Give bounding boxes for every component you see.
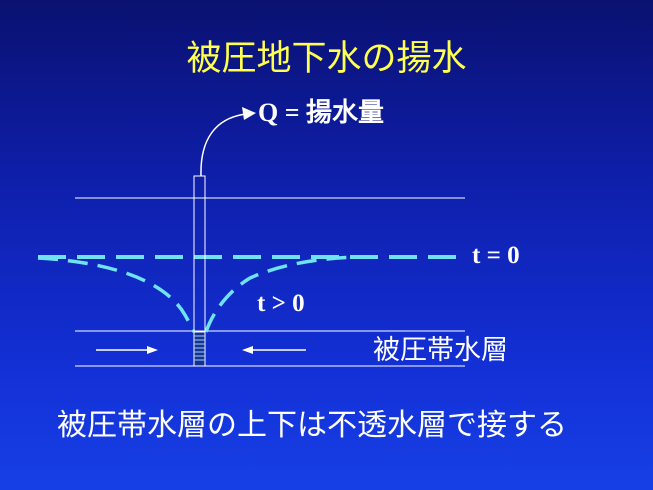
inflow-arrow-right-head [242,346,253,354]
label-t-zero: t = 0 [472,242,520,269]
well-screen-slots [194,335,205,361]
slide-caption: 被圧帯水層の上下は不透水層で接する [57,408,567,443]
drawdown-cone-left [37,256,196,333]
slide-title: 被圧地下水の揚水 [186,39,467,79]
discharge-label: Q = 揚水量 [258,98,385,127]
discharge-arrow [200,113,247,177]
aquifer-label: 被圧帯水層 [373,335,508,366]
label-t-greater-zero: t > 0 [257,290,305,317]
discharge-arrowhead [242,107,256,120]
well-casing [193,175,206,333]
drawdown-cone-right [204,255,366,333]
well-screen [193,331,206,367]
inflow-arrow-left-head [147,346,158,354]
